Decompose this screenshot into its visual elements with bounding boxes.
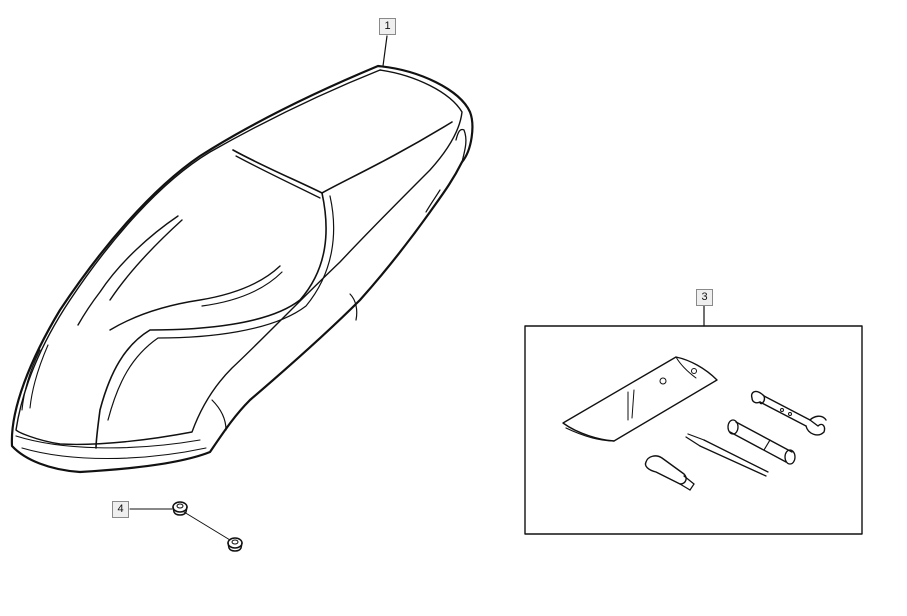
leader-line-4b — [184, 512, 230, 540]
tube-spanner-icon — [728, 420, 795, 464]
callout-3: 3 — [696, 289, 713, 306]
tool-kit-frame — [525, 326, 862, 534]
rubber-bumper-icon — [173, 502, 187, 515]
callout-1: 1 — [379, 18, 396, 35]
seat-icon — [12, 66, 473, 472]
leader-line-1 — [383, 36, 387, 66]
wrench-icon — [752, 392, 826, 435]
rubber-bumper-icon-2 — [228, 538, 242, 551]
callout-4: 4 — [112, 501, 129, 518]
tool-kit-icon — [563, 357, 826, 490]
screwdriver-handle-icon — [645, 456, 694, 490]
tool-pouch-icon — [563, 357, 717, 441]
screwdriver-icon — [686, 434, 768, 476]
